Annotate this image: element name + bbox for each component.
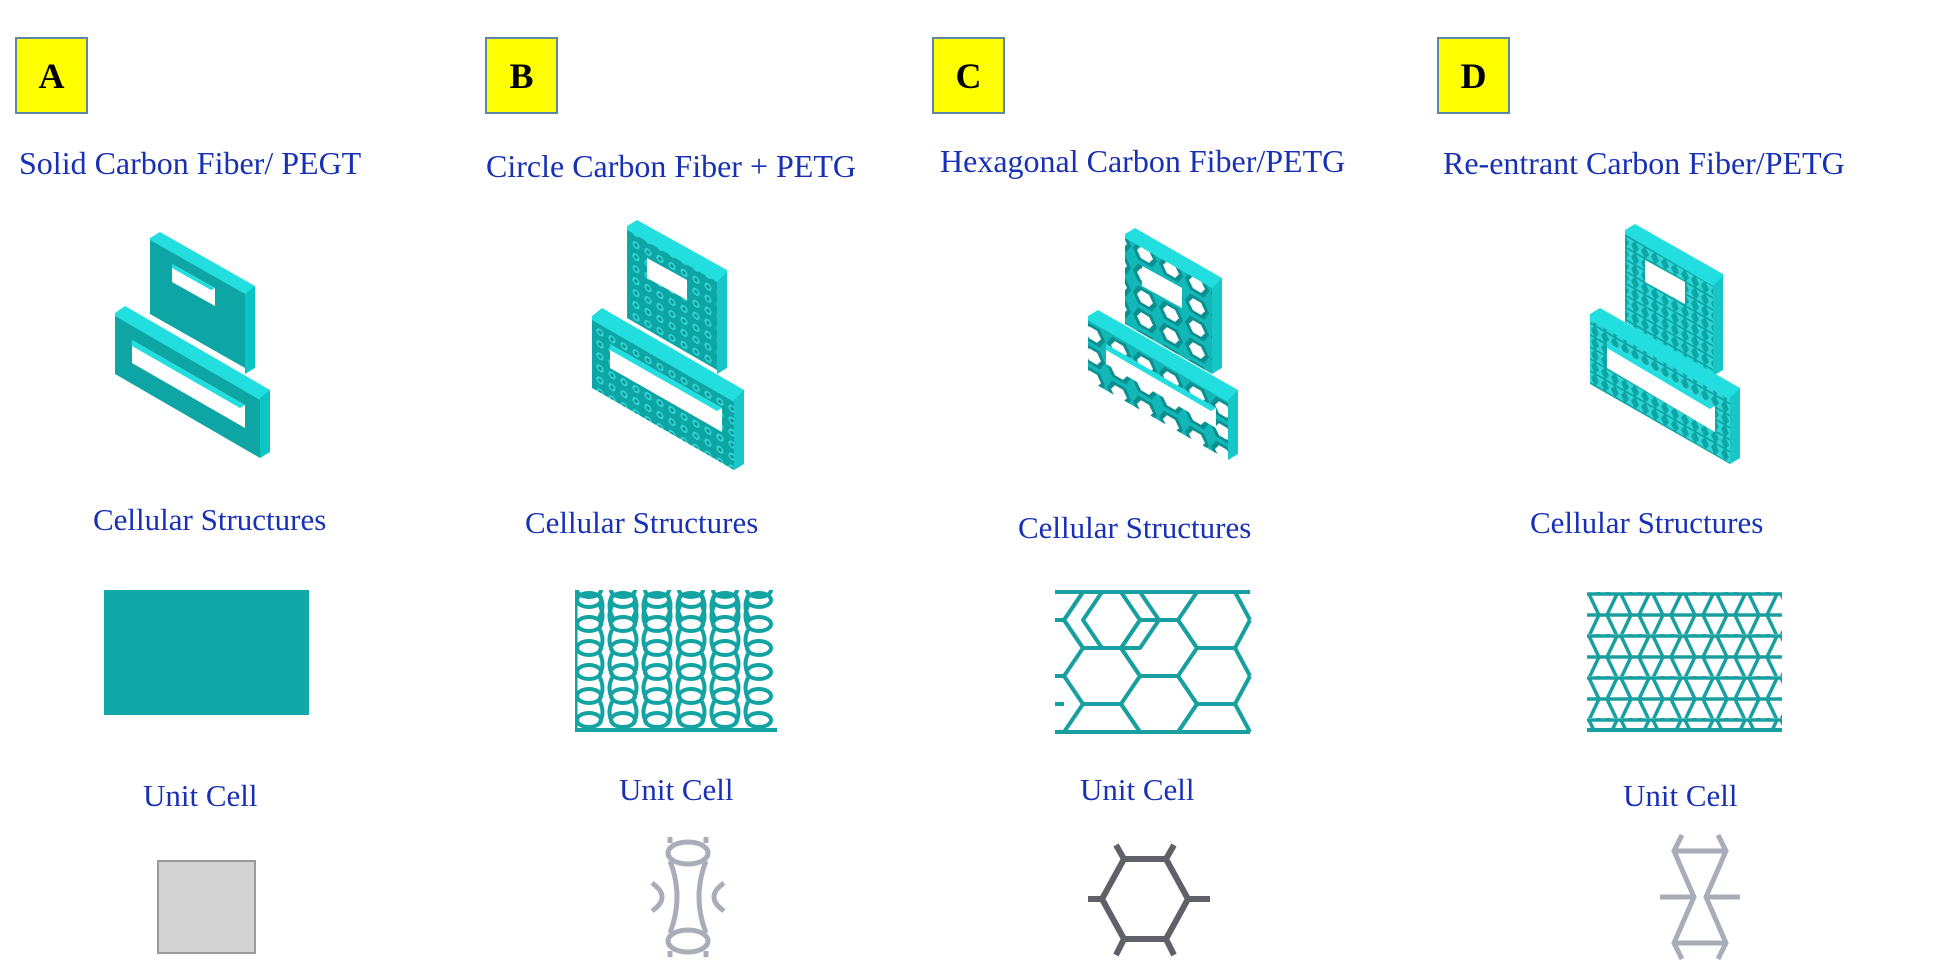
solid-unit-cell — [157, 860, 256, 954]
re-entrant-unit-cell — [1660, 833, 1740, 961]
re-entrant-part-render — [1590, 224, 1740, 464]
panel-c-title: Hexagonal Carbon Fiber/PETG — [940, 143, 1346, 179]
re-entrant-cellular-pattern — [1587, 592, 1782, 732]
panel-c-unit-cell-label: Unit Cell — [1080, 772, 1195, 807]
panel-d-badge: D — [1437, 37, 1510, 114]
panel-c-badge: C — [932, 37, 1005, 114]
circle-cellular-pattern — [575, 590, 777, 732]
hexagonal-part-render — [1088, 228, 1238, 460]
panel-a-cellular-label: Cellular Structures — [93, 502, 327, 537]
panel-b-title: Circle Carbon Fiber + PETG — [486, 148, 856, 184]
panel-a-title: Solid Carbon Fiber/ PEGT — [19, 145, 362, 181]
panel-b-cellular-label: Cellular Structures — [525, 505, 759, 540]
panel-a-badge: A — [15, 37, 88, 114]
solid-cellular-pattern — [104, 590, 309, 715]
panel-d-title: Re-entrant Carbon Fiber/PETG — [1443, 145, 1845, 181]
hexagonal-unit-cell — [1088, 843, 1210, 957]
panel-d-cellular-label: Cellular Structures — [1530, 505, 1764, 540]
solid-part-render — [115, 232, 270, 458]
panel-b-unit-cell-label: Unit Cell — [619, 772, 734, 807]
panel-d-unit-cell-label: Unit Cell — [1623, 778, 1738, 813]
circle-unit-cell — [650, 837, 726, 957]
circle-part-render — [592, 220, 744, 470]
panel-b-badge: B — [485, 37, 558, 114]
hexagonal-cellular-pattern — [1055, 590, 1252, 734]
panel-a-unit-cell-label: Unit Cell — [143, 778, 258, 813]
panel-c-cellular-label: Cellular Structures — [1018, 510, 1252, 545]
